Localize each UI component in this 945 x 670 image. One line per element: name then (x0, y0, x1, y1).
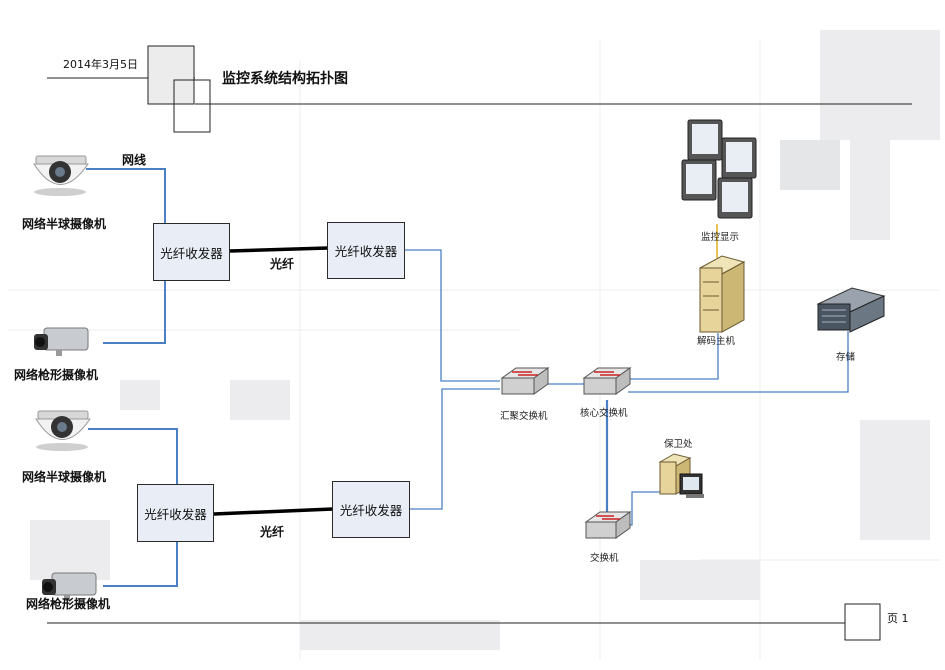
transceiver-label: 光纤收发器 (144, 506, 207, 522)
security-room-label: 保卫处 (664, 439, 693, 450)
footer-square (844, 603, 881, 641)
camera-label-dome-bottom: 网络半球摄像机 (22, 470, 107, 484)
link-bullet-bottom (103, 542, 178, 587)
link-dome-bottom (88, 428, 178, 484)
dome-camera-icon (35, 410, 91, 451)
fiber-label-bottom: 光纤 (260, 525, 285, 539)
link-bullet-top (103, 281, 166, 344)
access-switch-label: 交换机 (590, 553, 619, 564)
transceiver-label: 光纤收发器 (339, 503, 403, 518)
camera-label-dome-top: 网络半球摄像机 (22, 217, 107, 231)
fiber-link-bottom (213, 507, 334, 516)
workstation-icon (658, 453, 704, 498)
decoder-server-icon (698, 255, 746, 333)
transceiver-label: 光纤收发器 (334, 244, 398, 259)
aggregation-switch-label: 汇聚交换机 (500, 411, 548, 422)
diagram-title: 监控系统结构拓扑图 (222, 71, 348, 87)
link-dome-top (86, 168, 166, 223)
net-cable-label: 网线 (122, 153, 147, 167)
monitor-display-label: 监控显示 (701, 232, 740, 243)
header-square-front (173, 79, 211, 133)
fiber-label-top: 光纤 (270, 257, 295, 271)
switch-icon (582, 367, 632, 395)
transceiver-top-left: 光纤收发器 (153, 223, 230, 281)
link-top-transceiver-agg (405, 249, 500, 382)
storage-label: 存储 (836, 352, 856, 363)
switch-icon (584, 511, 632, 539)
monitor-wall-icon (681, 119, 757, 219)
transceiver-bottom-right: 光纤收发器 (332, 481, 410, 538)
header-square-back (147, 45, 195, 105)
bullet-camera-icon (42, 572, 97, 601)
link-core-storage (628, 331, 849, 393)
link-bottom-transceiver-agg (410, 388, 500, 510)
decoder-host-label: 解码主机 (697, 336, 736, 347)
bullet-camera-icon (34, 327, 89, 356)
camera-label-bullet-bottom: 网络枪形摄像机 (26, 597, 111, 611)
transceiver-top-right: 光纤收发器 (327, 222, 405, 279)
camera-label-bullet-top: 网络枪形摄像机 (14, 368, 99, 382)
switch-icon (500, 367, 550, 395)
diagram-date: 2014年3月5日 (63, 58, 138, 71)
transceiver-bottom-left: 光纤收发器 (137, 484, 214, 542)
fiber-link-top (229, 246, 329, 253)
core-switch-label: 核心交换机 (580, 408, 628, 419)
storage-icon (816, 287, 886, 333)
dome-camera-icon (33, 155, 89, 196)
transceiver-label: 光纤收发器 (160, 245, 223, 261)
page-number: 页 1 (887, 612, 909, 625)
link-core-decoder (628, 333, 719, 380)
